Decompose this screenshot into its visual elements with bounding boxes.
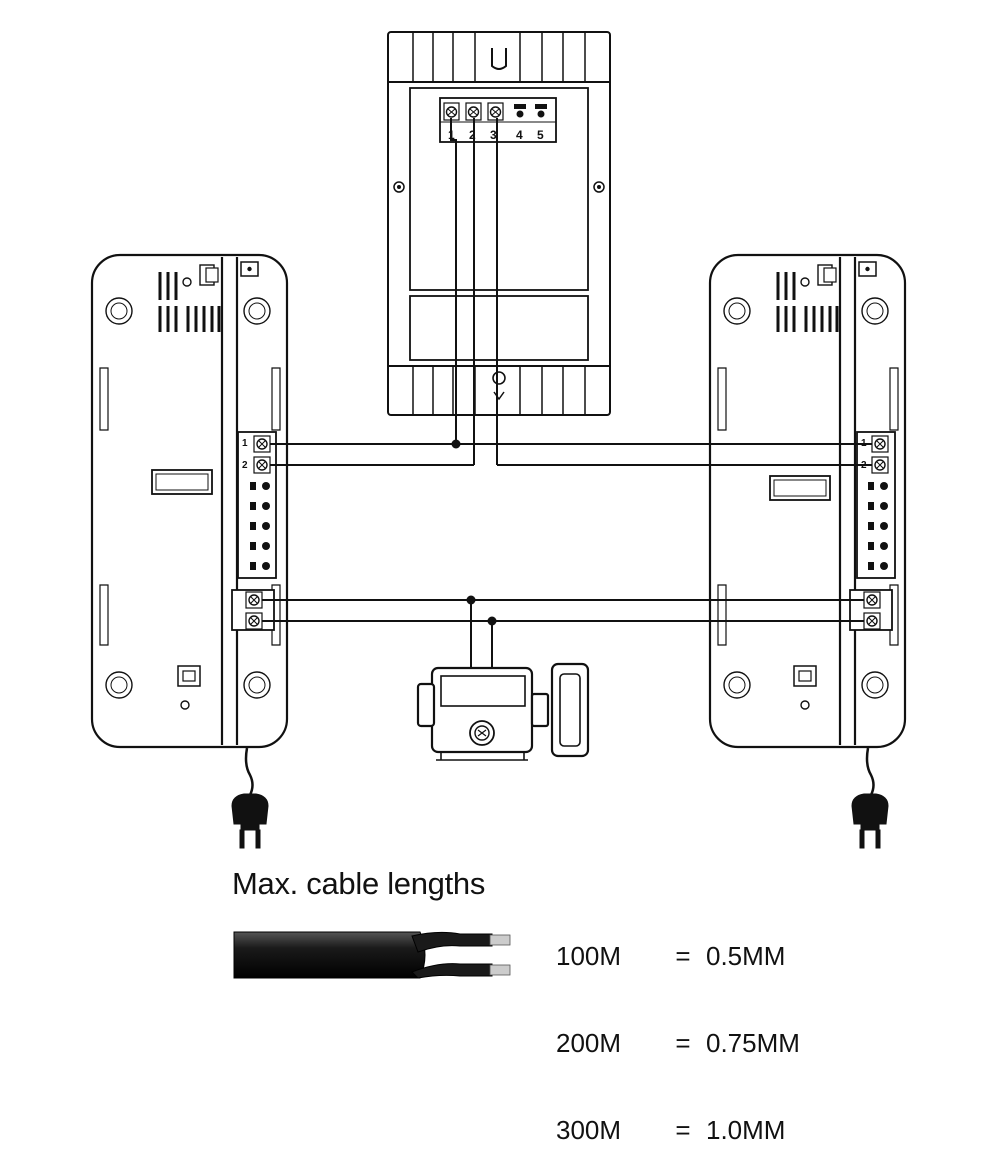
monitor-left: [90, 253, 289, 749]
psu-terminal-label: 4: [516, 128, 523, 142]
cable-spec-row: 300M = 1.0MM: [556, 1116, 866, 1145]
cable-illustration: [233, 931, 511, 979]
cable-lengths-title: Max. cable lengths: [232, 866, 486, 901]
cable-length: 200M: [556, 1028, 622, 1058]
cable-length: 100M: [556, 941, 622, 971]
power-supply-unit: [387, 31, 611, 416]
electric-lock: [416, 662, 590, 761]
cable-length: 300M: [556, 1115, 622, 1145]
power-plug-right-icon: [851, 747, 889, 849]
wire-gauge: 1.0MM: [706, 1115, 786, 1145]
cable-spec-row: 100M = 0.5MM: [556, 942, 866, 971]
monitor-left-terminal-label: 1: [242, 438, 248, 449]
cable-spec-table: 100M = 0.5MM 200M = 0.75MM 300M = 1.0MM: [556, 884, 866, 1174]
wiring-diagram: 1 2 3 4 5: [90, 31, 907, 979]
psu-terminal-label: 3: [490, 128, 497, 142]
psu-terminal-label: 2: [469, 128, 476, 142]
wire-gauge: 0.75MM: [706, 1028, 800, 1058]
equals-sign: =: [675, 1115, 691, 1145]
equals-sign: =: [675, 1028, 691, 1058]
power-plug-left-icon: [231, 747, 269, 849]
monitor-left-terminal-label: 2: [242, 460, 248, 471]
monitor-left-terminals: [245, 435, 271, 630]
monitor-right-terminals: [863, 435, 889, 630]
wire-gauge: 0.5MM: [706, 941, 786, 971]
psu-top-fins: [412, 32, 586, 82]
psu-terminal-screws: [443, 102, 547, 121]
psu-terminal-label: 5: [537, 128, 544, 142]
wire-junctions: [451, 439, 497, 626]
monitor-right: [708, 253, 907, 749]
wiring-lines: [262, 118, 872, 676]
cable-spec-row: 200M = 0.75MM: [556, 1029, 866, 1058]
equals-sign: =: [675, 941, 691, 971]
